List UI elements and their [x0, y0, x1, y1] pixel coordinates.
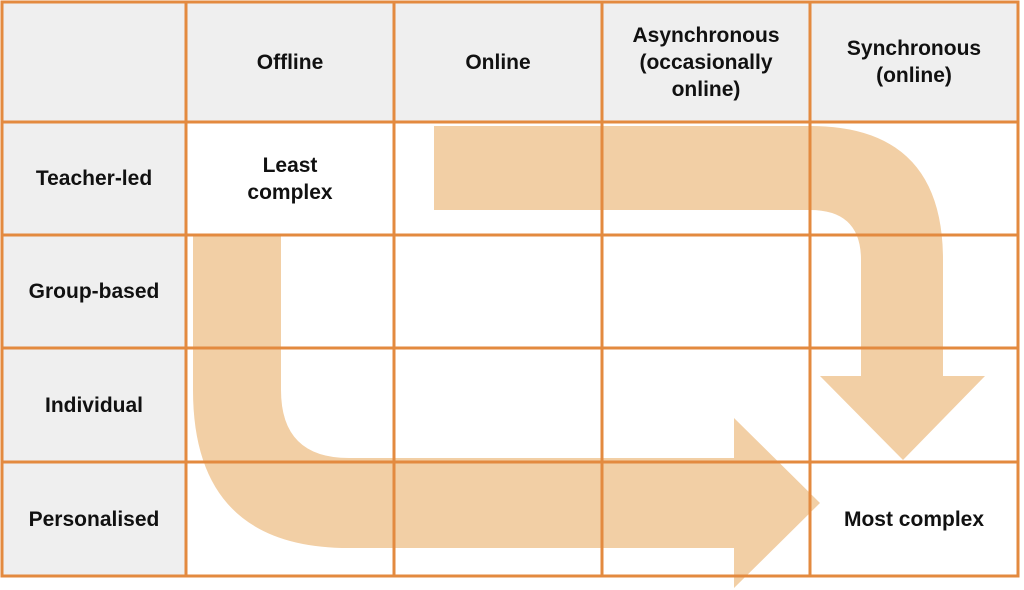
arrow-top-right	[434, 126, 985, 460]
arrow-left-bottom	[193, 236, 820, 588]
row-header-personalised: Personalised	[28, 507, 160, 531]
column-header-asynchronous: Asynchronous (occasionally online)	[632, 23, 780, 101]
row-header-individual: Individual	[44, 393, 143, 417]
column-header-offline: Offline	[256, 50, 324, 74]
row-header-group-based: Group-based	[28, 280, 160, 303]
table-grid	[0, 0, 1020, 578]
column-header-online: Online	[465, 50, 531, 74]
row-header-teacher-led: Teacher-led	[35, 167, 153, 190]
column-header-synchronous: Synchronous (online)	[846, 37, 982, 87]
least-complex-label: Least complex	[247, 153, 333, 204]
corner-cell	[2, 2, 186, 122]
most-complex-label: Most complex	[843, 507, 985, 531]
